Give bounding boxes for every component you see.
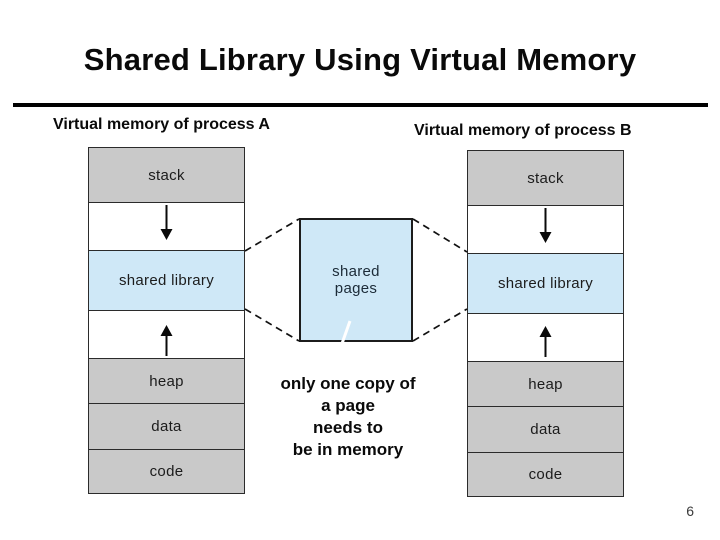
segment-code-b: code — [468, 452, 623, 496]
segment-data-label: data — [151, 418, 182, 435]
segment-shared-library-label: shared library — [118, 272, 215, 289]
callout-line: a page — [321, 396, 375, 415]
segment-code-a: code — [89, 449, 244, 493]
shared-pages-box: shared pages — [299, 218, 413, 342]
segment-stack-growth-gap-a — [89, 202, 244, 250]
callout-line: be in memory — [292, 440, 404, 459]
segment-data-label: data — [530, 421, 561, 438]
memory-column-process-a: stack shared library heap data code — [88, 147, 245, 494]
callout-line: only one copy of — [280, 374, 416, 393]
segment-heap-label: heap — [528, 375, 563, 393]
memory-column-process-b: stack shared library heap data code — [467, 150, 624, 497]
segment-stack-b: stack — [468, 151, 623, 205]
segment-heap-a: heap — [89, 358, 244, 403]
segment-heap-growth-gap-b — [468, 313, 623, 361]
segment-shared-library-a: shared library — [89, 250, 244, 310]
segment-stack-a: stack — [89, 148, 244, 202]
shared-pages-label: shared pages — [332, 263, 380, 297]
segment-shared-library-b: shared library — [468, 253, 623, 313]
segment-data-a: data — [89, 403, 244, 449]
dashed-connector-left-bottom — [244, 308, 300, 342]
process-b-label: Virtual memory of process B — [414, 122, 632, 139]
segment-stack-label: stack — [148, 166, 185, 184]
segment-stack-label: stack — [527, 169, 564, 187]
segment-code-label: code — [528, 466, 563, 483]
segment-shared-library-label: shared library — [497, 275, 594, 292]
dashed-connector-right-bottom — [412, 308, 468, 342]
slide-title: Shared Library Using Virtual Memory — [83, 42, 637, 77]
process-a-label: Virtual memory of process A — [53, 116, 270, 133]
segment-heap-label: heap — [149, 372, 184, 390]
callout-line: needs to — [313, 418, 383, 437]
segment-data-b: data — [468, 406, 623, 452]
segment-heap-growth-gap-a — [89, 310, 244, 358]
dashed-connector-right-top — [412, 218, 468, 253]
title-divider — [13, 103, 708, 107]
segment-stack-growth-gap-b — [468, 205, 623, 253]
callout-text: only one copy of a page needs to be in m… — [248, 373, 448, 461]
segment-code-label: code — [149, 463, 184, 480]
page-number: 6 — [686, 503, 694, 519]
dashed-connector-left-top — [244, 218, 300, 252]
segment-heap-b: heap — [468, 361, 623, 406]
